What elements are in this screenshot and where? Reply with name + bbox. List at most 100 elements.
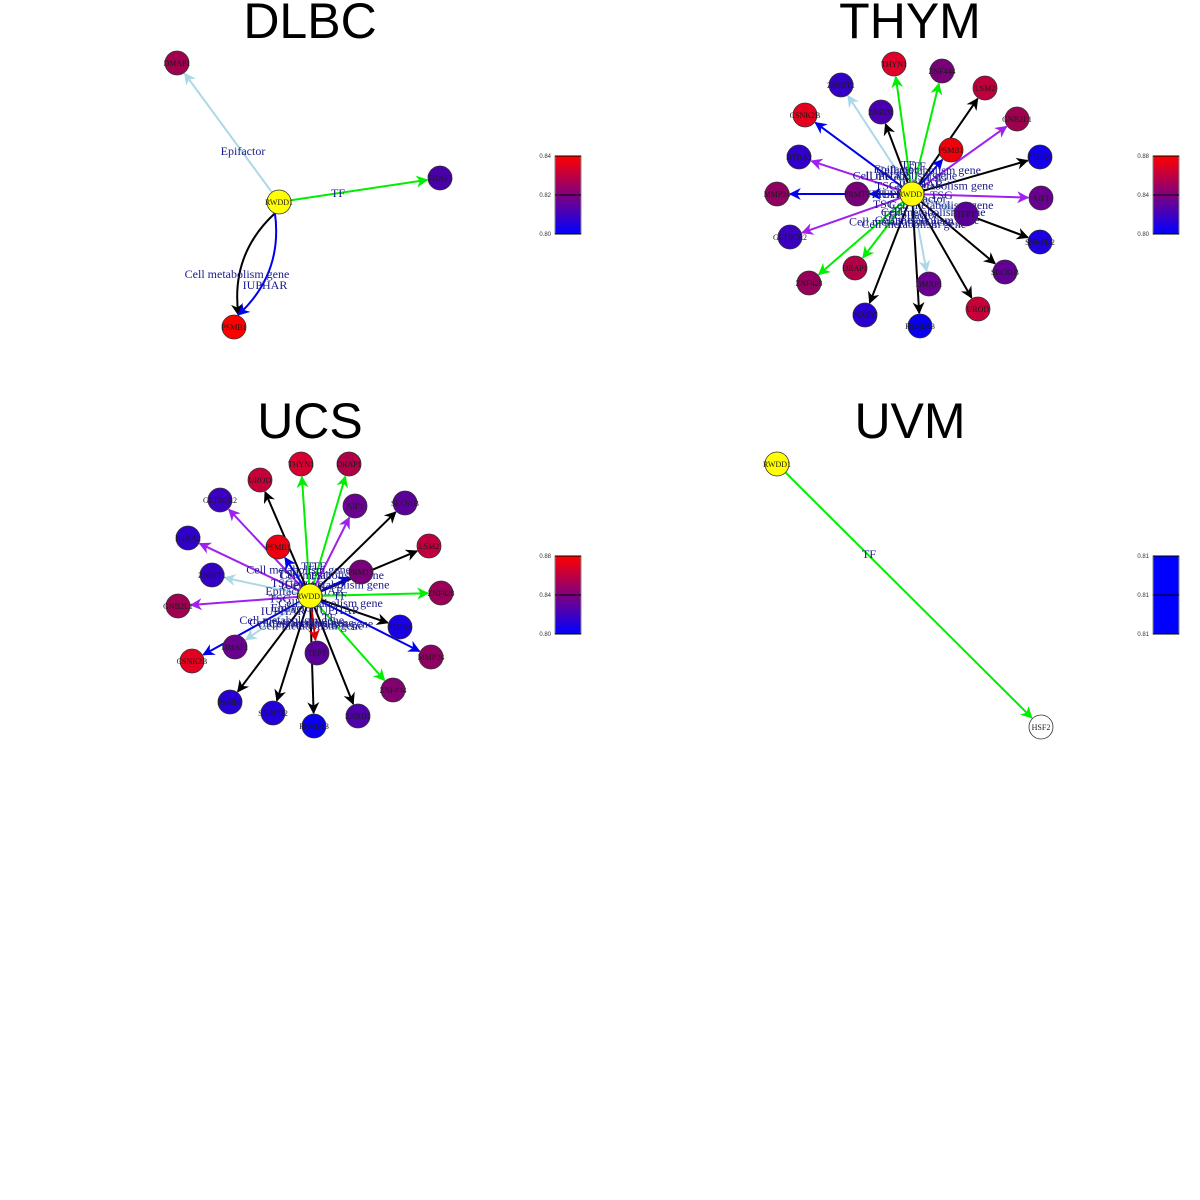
node-rwdd1[interactable]: RWDD1 <box>763 451 791 477</box>
node-circle[interactable] <box>260 700 286 726</box>
node-gnb2l1[interactable]: GNB2L1 <box>163 593 193 619</box>
node-circle[interactable] <box>221 314 247 340</box>
node-tfpt[interactable]: TFPT <box>304 640 330 666</box>
node-circle[interactable] <box>222 634 248 660</box>
node-circle[interactable] <box>1004 106 1030 132</box>
node-psmd13[interactable]: PSMD13 <box>905 313 935 339</box>
node-pfdn6[interactable]: PFDN6 <box>1027 144 1053 170</box>
node-mmp24[interactable]: MMP24 <box>418 644 445 670</box>
node-thyn1[interactable]: THYN1 <box>881 51 907 77</box>
node-circle[interactable] <box>427 165 453 191</box>
node-tfpt[interactable]: TFPT <box>953 201 979 227</box>
node-circle[interactable] <box>972 75 998 101</box>
node-circle[interactable] <box>992 259 1018 285</box>
node-dmap1[interactable]: DMAP1 <box>221 634 249 660</box>
node-htra2[interactable]: HTRA2 <box>175 525 201 551</box>
node-circle[interactable] <box>288 451 314 477</box>
node-circle[interactable] <box>828 72 854 98</box>
node-snrpd2[interactable]: SNRPD2 <box>258 700 288 726</box>
node-csnk2b[interactable]: CSNK2B <box>790 102 821 128</box>
node-psmb1[interactable]: PSMB1 <box>938 137 964 163</box>
node-znf428[interactable]: ZNF428 <box>427 580 455 606</box>
node-circle[interactable] <box>1028 185 1054 211</box>
node-circle[interactable] <box>164 50 190 76</box>
node-znhit1[interactable]: ZNHIT1 <box>827 72 855 98</box>
node-psmb7[interactable]: PSMB7 <box>852 302 878 328</box>
node-circle[interactable] <box>345 703 371 729</box>
node-circle[interactable] <box>304 640 330 666</box>
node-circle[interactable] <box>777 224 803 250</box>
node-thap5[interactable]: THAP5 <box>427 165 453 191</box>
node-circle[interactable] <box>844 181 870 207</box>
node-snrpd2[interactable]: SNRPD2 <box>1025 229 1055 255</box>
node-rwdd1[interactable]: RWDD1 <box>265 189 293 215</box>
node-circle[interactable] <box>301 713 327 739</box>
node-rwdd1[interactable]: RWDD1 <box>898 181 926 207</box>
node-hsf2[interactable]: HSF2 <box>1028 714 1054 740</box>
node-circle[interactable] <box>965 296 991 322</box>
node-circle[interactable] <box>175 525 201 551</box>
node-circle[interactable] <box>165 593 191 619</box>
node-circle[interactable] <box>380 677 406 703</box>
node-circle[interactable] <box>953 201 979 227</box>
node-gltscr2[interactable]: GLTSCR2 <box>773 224 807 250</box>
node-circle[interactable] <box>247 467 273 493</box>
node-circle[interactable] <box>416 533 442 559</box>
node-prmt7[interactable]: PRMT7 <box>844 181 870 207</box>
node-circle[interactable] <box>929 58 955 84</box>
node-circle[interactable] <box>207 487 233 513</box>
node-circle[interactable] <box>938 137 964 163</box>
node-znhit1[interactable]: ZNHIT1 <box>198 562 226 588</box>
node-znrd1[interactable]: ZNRD1 <box>868 99 894 125</box>
node-circle[interactable] <box>907 313 933 339</box>
node-circle[interactable] <box>428 580 454 606</box>
node-csnk2b[interactable]: CSNK2B <box>177 648 208 674</box>
node-htra2[interactable]: HTRA2 <box>786 144 812 170</box>
node-circle[interactable] <box>1027 229 1053 255</box>
node-znf428[interactable]: ZNF428 <box>795 270 823 296</box>
node-circle[interactable] <box>266 189 292 215</box>
node-dmap1[interactable]: DMAP1 <box>163 50 191 76</box>
node-circle[interactable] <box>179 648 205 674</box>
node-circle[interactable] <box>786 144 812 170</box>
node-urod[interactable]: UROD <box>965 296 991 322</box>
node-aif1[interactable]: AIF1 <box>1028 185 1054 211</box>
node-drap1[interactable]: DRAP1 <box>842 255 868 281</box>
node-circle[interactable] <box>899 181 925 207</box>
node-circle[interactable] <box>764 181 790 207</box>
node-gltscr2[interactable]: GLTSCR2 <box>203 487 237 513</box>
node-drap1[interactable]: DRAP1 <box>336 451 362 477</box>
node-urod[interactable]: UROD <box>247 467 273 493</box>
node-znrd1[interactable]: ZNRD1 <box>345 703 371 729</box>
node-aif1[interactable]: AIF1 <box>342 493 368 519</box>
node-circle[interactable] <box>764 451 790 477</box>
node-circle[interactable] <box>265 534 291 560</box>
node-psmb1[interactable]: PSMB1 <box>265 534 291 560</box>
node-circle[interactable] <box>796 270 822 296</box>
node-circle[interactable] <box>348 559 374 585</box>
node-circle[interactable] <box>297 583 323 609</box>
node-gnb2l1[interactable]: GNB2L1 <box>1002 106 1032 132</box>
node-circle[interactable] <box>1027 144 1053 170</box>
node-circle[interactable] <box>336 451 362 477</box>
node-sec61b[interactable]: SEC61B <box>991 259 1019 285</box>
node-sec61b[interactable]: SEC61B <box>391 490 419 516</box>
node-circle[interactable] <box>199 562 225 588</box>
node-mmp24[interactable]: MMP24 <box>764 181 791 207</box>
node-lsm2[interactable]: LSM2 <box>416 533 442 559</box>
node-circle[interactable] <box>217 689 243 715</box>
node-circle[interactable] <box>392 490 418 516</box>
node-circle[interactable] <box>342 493 368 519</box>
node-lsm2[interactable]: LSM2 <box>972 75 998 101</box>
node-thyn1[interactable]: THYN1 <box>288 451 314 477</box>
node-circle[interactable] <box>418 644 444 670</box>
node-circle[interactable] <box>792 102 818 128</box>
node-circle[interactable] <box>842 255 868 281</box>
node-psmb1[interactable]: PSMB1 <box>221 314 247 340</box>
node-znf444[interactable]: ZNF444 <box>928 58 956 84</box>
node-znf444[interactable]: ZNF444 <box>379 677 407 703</box>
node-rwdd1[interactable]: RWDD1 <box>296 583 324 609</box>
node-dmap1[interactable]: DMAP1 <box>915 271 943 297</box>
node-circle[interactable] <box>916 271 942 297</box>
node-pfdn6[interactable]: PFDN6 <box>387 614 413 640</box>
